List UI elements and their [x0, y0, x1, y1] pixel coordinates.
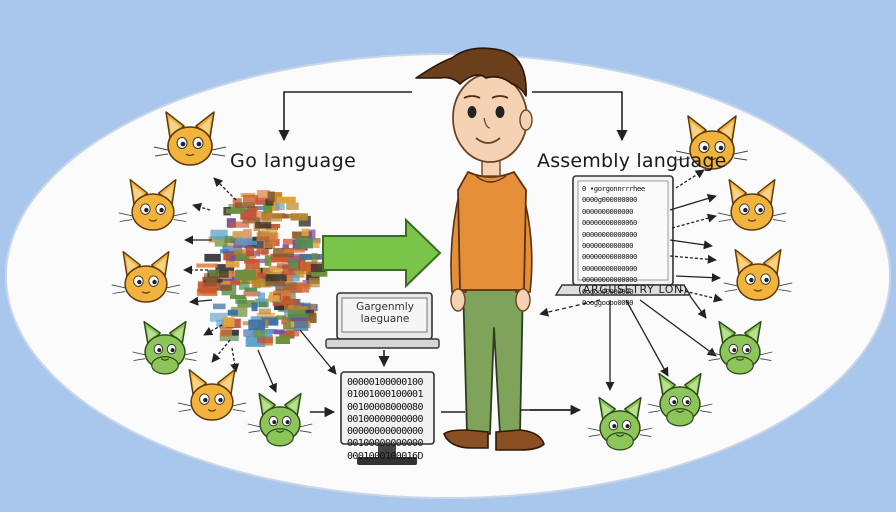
code-line: 01001000100001	[347, 389, 429, 401]
code-fragment	[276, 336, 290, 344]
code-fragment	[284, 249, 305, 253]
code-line: 0ogoo00000000	[582, 286, 672, 297]
code-fragment	[196, 264, 218, 268]
code-fragment	[204, 254, 220, 262]
code-line: 00000000000000	[582, 274, 672, 285]
code-fragment	[209, 270, 219, 277]
code-line: 0000000000000	[582, 206, 672, 217]
code-line: 0000000000000	[582, 240, 672, 251]
code-fragment	[226, 262, 240, 268]
code-fragment	[290, 283, 309, 292]
code-fragment	[262, 214, 282, 221]
code-fragment	[213, 304, 226, 310]
code-line: 0000g000000000	[582, 194, 672, 205]
code-line: 0 •gorgonnrrrhee	[582, 183, 672, 194]
code-fragment	[229, 222, 249, 228]
assembly-code-lines: 0 •gorgonnrrrhee0000g0000000000000000000…	[582, 183, 672, 308]
code-fragment	[277, 197, 296, 204]
code-fragment	[274, 330, 284, 335]
code-fragment	[226, 209, 244, 214]
monitor-screen-label: Gargenmly laeguane	[344, 301, 426, 325]
code-fragment	[279, 300, 296, 305]
code-line: 00000000000000	[582, 251, 672, 262]
code-fragment	[308, 230, 316, 239]
code-fragment	[243, 291, 260, 296]
code-fragment	[286, 202, 299, 210]
code-line: 0001000100016D	[347, 451, 429, 463]
code-line: 00100008000080	[347, 402, 429, 414]
assembly-language-label: Assembly language	[537, 150, 726, 172]
code-fragment	[295, 238, 313, 249]
code-line: 0ooggoooo0000	[582, 297, 672, 308]
code-fragment	[283, 321, 290, 329]
code-fragment	[268, 192, 275, 202]
code-fragment	[225, 236, 233, 243]
code-fragment	[276, 315, 286, 320]
code-fragment	[261, 250, 268, 256]
code-fragment	[220, 328, 232, 337]
code-fragment	[235, 202, 255, 208]
go-language-label: Go language	[230, 150, 356, 172]
code-fragment	[263, 241, 275, 248]
code-fragment	[235, 270, 256, 281]
code-fragment	[257, 273, 266, 278]
code-fragment	[258, 293, 265, 302]
code-fragment	[228, 310, 238, 316]
code-line: 00100000000000	[347, 414, 429, 426]
code-fragment	[252, 302, 258, 311]
code-fragment	[266, 282, 285, 286]
code-fragment	[257, 232, 279, 241]
code-fragment	[268, 295, 279, 301]
code-fragment	[243, 195, 258, 203]
code-fragment	[302, 229, 309, 236]
code-fragment	[246, 247, 254, 256]
code-line: 00000100000100	[347, 377, 429, 389]
code-fragment	[275, 203, 285, 211]
code-fragment	[294, 322, 308, 331]
code-fragment	[312, 253, 318, 263]
code-fragment	[255, 222, 271, 229]
code-fragment	[265, 255, 272, 266]
code-fragment	[283, 268, 296, 275]
code-line: 00000000000000	[347, 426, 429, 438]
code-fragment	[245, 259, 259, 269]
code-fragment	[239, 282, 249, 290]
code-fragment	[266, 274, 287, 281]
code-fragment	[309, 278, 320, 287]
code-fragment	[248, 320, 265, 331]
code-fragment	[259, 309, 271, 315]
code-fragment	[235, 297, 247, 304]
code-line: 00000000000060	[582, 217, 672, 228]
code-line: 00100000000000	[347, 438, 429, 450]
code-line: 00000000000000	[582, 229, 672, 240]
code-fragment	[283, 239, 293, 245]
code-fragment	[290, 213, 308, 220]
code-line: 00000000000000	[582, 263, 672, 274]
code-fragment	[200, 289, 217, 294]
code-fragment	[205, 277, 217, 285]
